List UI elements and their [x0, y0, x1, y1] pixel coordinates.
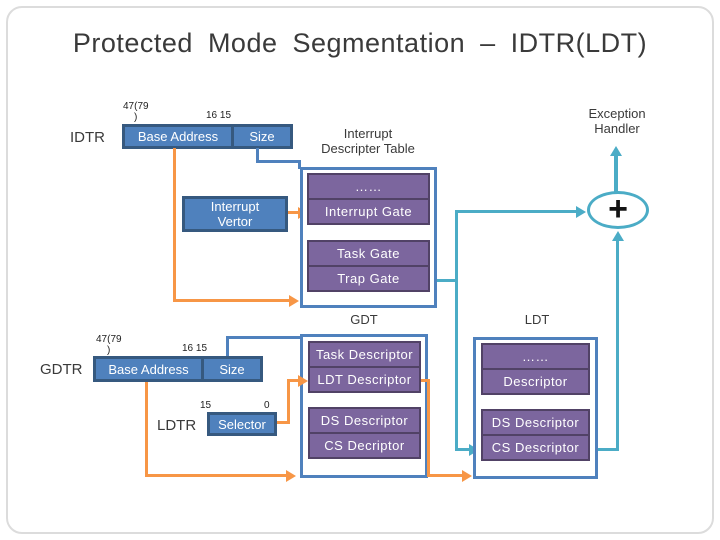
ldt-row-cs-descriptor: CS Descriptor [481, 434, 590, 461]
gdtr-bit-high-label: 47(79 [96, 334, 122, 345]
gdt-table-label: GDT [350, 312, 378, 327]
gdtr-register: Base Address Size [93, 356, 263, 382]
gdtr-label: GDTR [40, 361, 83, 378]
idt-row-dots: …… [307, 173, 430, 200]
ldtr-bit15-label: 15 [200, 400, 212, 411]
line-ldtdesc-down [427, 379, 430, 477]
idt-row-interrupt-gate: Interrupt Gate [307, 198, 430, 225]
arrow-selector-to-ldt-descriptor [298, 374, 308, 387]
idtr-register: Base Address Size [122, 124, 293, 149]
line-ldtdesc-right [421, 379, 430, 382]
gdtr-bit-mid-label: 16 15 [182, 343, 208, 354]
arrow-gdtr-base-to-gdt [286, 469, 296, 482]
idtr-base-address-field: Base Address [137, 129, 219, 144]
line-idtr-size-right [256, 160, 301, 163]
ldt-row-dots: …… [481, 343, 590, 370]
exception-handler-label: Exception Handler [567, 106, 667, 136]
line-ldt-cs-right [592, 448, 619, 451]
line-idtr-base-down [173, 148, 176, 302]
line-selector-to-ldtdesc [287, 379, 299, 382]
interrupt-vector-box: Interrupt Vertor [182, 196, 288, 232]
adder-circle: + [587, 191, 649, 229]
line-teal-bus-left [455, 210, 458, 451]
line-gdtr-base-right [145, 474, 287, 477]
line-trapgate-right [437, 279, 458, 282]
line-gdtr-size-right [226, 336, 302, 339]
idt-row-task-gate: Task Gate [307, 240, 430, 267]
idtr-bit-high-label: 47(79 [123, 101, 149, 112]
interrupt-vector-line1: Interrupt [210, 199, 260, 214]
ldtr-bit0-label: 0 [264, 400, 270, 411]
ldt-table-label: LDT [524, 312, 550, 327]
line-bus-to-ldt-cs [455, 448, 470, 451]
slide-title: Protected Mode Segmentation – IDTR(LDT) [72, 28, 648, 58]
gdt-row-ds-descriptor: DS Descriptor [308, 407, 421, 434]
line-selector-right [277, 421, 290, 424]
gdt-row-ldt-descriptor: LDT Descriptor [308, 366, 421, 393]
ldtr-selector-field: Selector [218, 416, 266, 432]
idt-table-label: Interrupt Descripter Table [298, 126, 438, 156]
idt-row-trap-gate: Trap Gate [307, 265, 430, 292]
ldtr-register: Selector [207, 412, 277, 436]
exception-handler-line2: Handler [594, 121, 640, 136]
line-gdtr-size-up [226, 336, 229, 356]
exception-handler-line1: Exception [588, 106, 646, 121]
arrow-to-adder-bottom [611, 231, 624, 241]
arrow-to-adder-left [576, 205, 586, 218]
line-idtr-base-right [173, 299, 290, 302]
line-gdtr-base-down [145, 382, 148, 477]
gdt-row-task-descriptor: Task Descriptor [308, 341, 421, 368]
ldt-row-descriptor: Descriptor [481, 368, 590, 395]
gdtr-base-address-field: Base Address [108, 361, 189, 377]
line-teal-bus-right [616, 240, 619, 451]
line-adder-to-handler [614, 154, 618, 192]
idtr-bit-wrap-label: ) [134, 112, 138, 123]
arrow-to-exception-handler [610, 146, 622, 156]
idt-label-line2: Descripter Table [321, 141, 415, 156]
interrupt-vector-line2: Vertor [217, 214, 253, 229]
gdtr-bit-wrap-label: ) [107, 345, 111, 356]
ldtr-label: LDTR [157, 417, 197, 434]
gdtr-size-field: Size [201, 359, 260, 379]
arrow-ldtdesc-to-ldt [462, 469, 472, 482]
idtr-bit-mid-label: 16 15 [206, 110, 232, 121]
line-selector-up [287, 379, 290, 424]
idtr-label: IDTR [70, 129, 105, 146]
ldt-row-ds-descriptor: DS Descriptor [481, 409, 590, 436]
line-vector-to-gate [288, 211, 300, 214]
line-bus-to-adder [455, 210, 577, 213]
line-idtr-size-corner [298, 160, 301, 169]
gdt-row-cs-descriptor: CS Decriptor [308, 432, 421, 459]
line-idtr-size-down [256, 148, 259, 162]
plus-icon: + [608, 190, 628, 228]
arrow-idtr-base-to-idt [289, 294, 299, 307]
line-ldtdesc-to-ldt [427, 474, 463, 477]
idtr-size-field: Size [231, 127, 290, 146]
idt-label-line1: Interrupt [343, 126, 393, 141]
